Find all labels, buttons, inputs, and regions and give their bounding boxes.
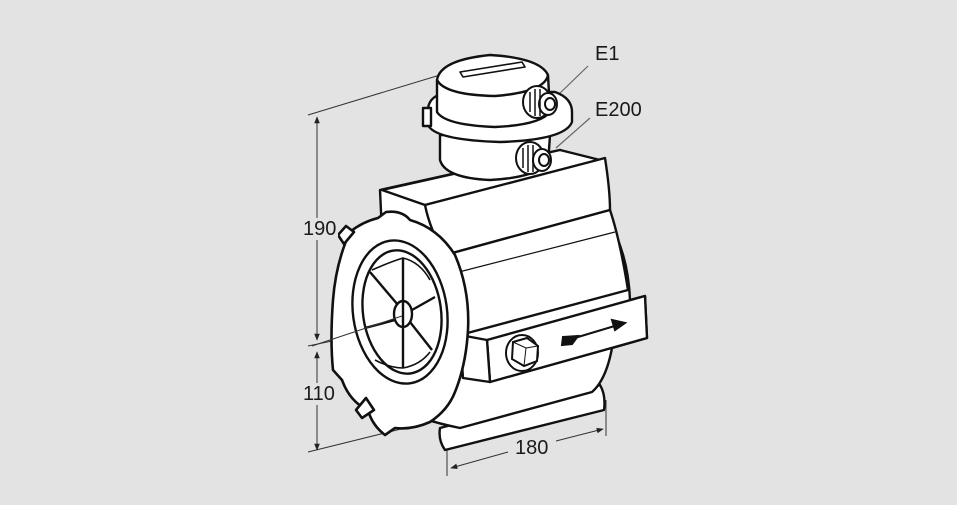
dimension-180: 180 xyxy=(513,437,551,459)
leader-lines xyxy=(555,65,591,149)
e1-label: E1 xyxy=(595,43,620,65)
pressure-tap-nut xyxy=(505,334,540,372)
impeller xyxy=(351,239,449,385)
register-head xyxy=(421,53,574,182)
e200-connector xyxy=(515,141,552,175)
base-foot xyxy=(438,383,606,452)
flow-direction-arrow xyxy=(560,318,628,347)
e200-label: E200 xyxy=(595,99,642,121)
dimension-190: 190 xyxy=(301,218,339,240)
e1-connector xyxy=(522,85,558,119)
dimension-110: 110 xyxy=(301,383,337,405)
